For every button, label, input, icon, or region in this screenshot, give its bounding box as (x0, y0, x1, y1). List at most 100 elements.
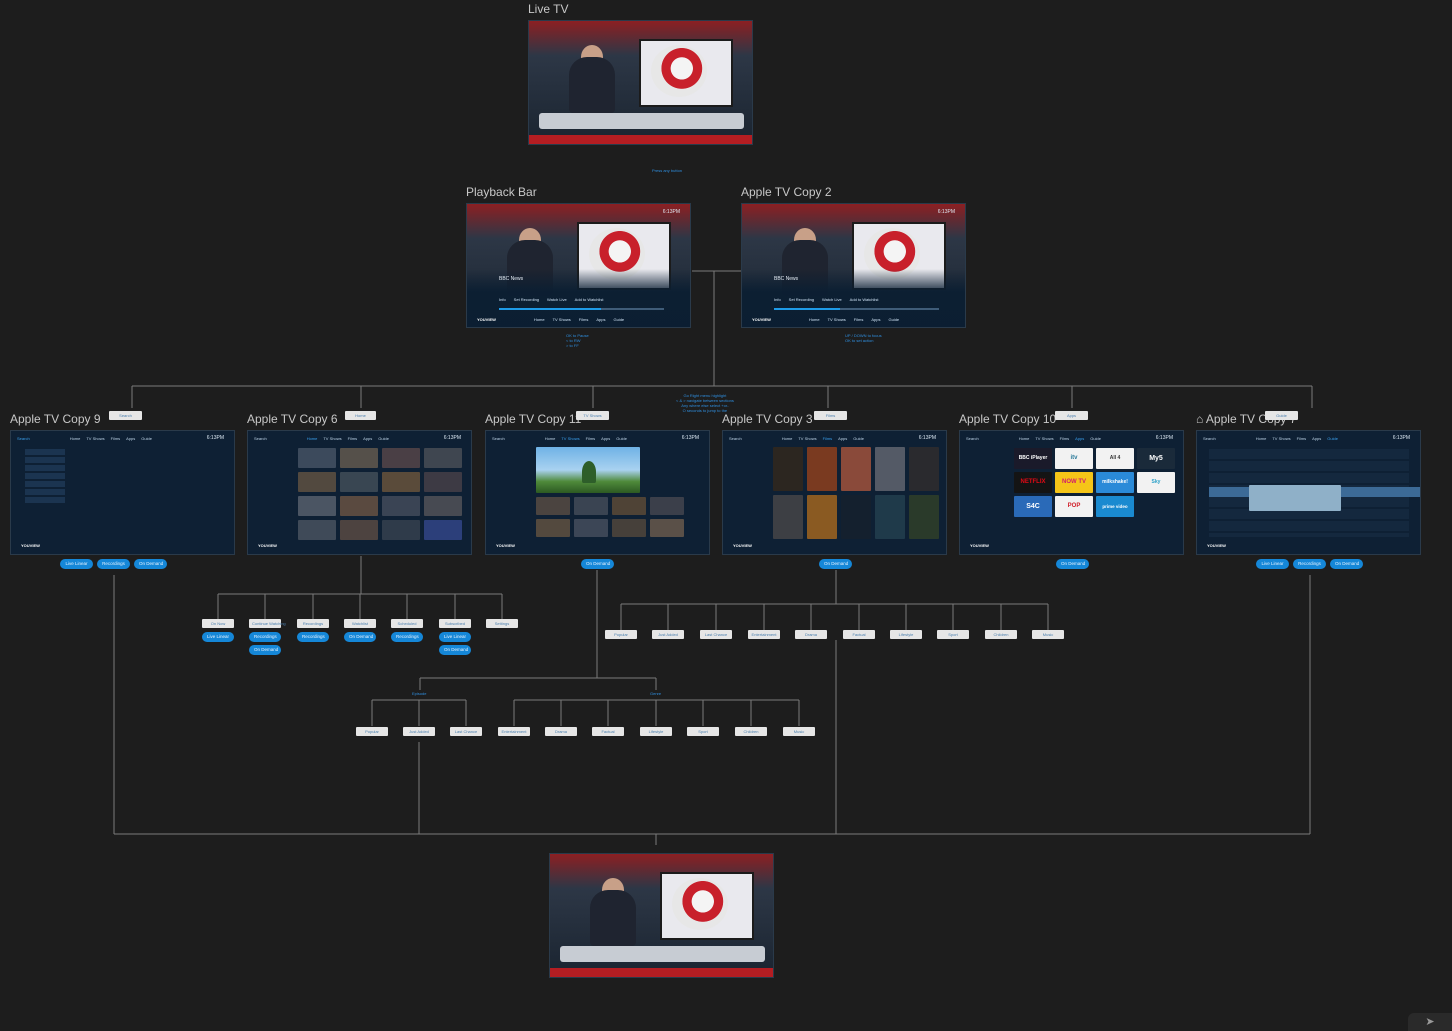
tab-tv-shows-tag[interactable]: TV Shows (576, 411, 609, 420)
tab-tv-shows[interactable]: TV Shows (798, 435, 817, 441)
content-tile[interactable] (298, 448, 336, 468)
content-tile[interactable] (340, 496, 378, 516)
app-tile-my5[interactable]: My5 (1137, 448, 1175, 469)
add-to-watchlist-button[interactable]: Add to Watchlist (849, 297, 879, 302)
tab-search-tag[interactable]: Search (109, 411, 142, 420)
tab-guide[interactable]: Guide (141, 435, 152, 441)
content-tile[interactable] (382, 448, 420, 468)
tab-home[interactable]: Home (69, 435, 81, 441)
pill-on-demand[interactable]: On Demand (1330, 559, 1363, 569)
live-tv-screen[interactable] (528, 20, 753, 145)
tab-films[interactable]: Films (347, 435, 358, 441)
app-tile-itv[interactable]: itv (1055, 448, 1093, 469)
info-button[interactable]: Info (774, 297, 781, 302)
home-screen[interactable]: Search Home TV Shows Films Apps Guide 6:… (247, 430, 472, 555)
film-poster[interactable] (875, 495, 905, 539)
tab-films[interactable]: Films (110, 435, 121, 441)
tab-tv-shows[interactable]: TV Shows (1272, 435, 1291, 441)
pill-on-demand[interactable]: On Demand (1056, 559, 1089, 569)
share-button[interactable]: ➤ (1408, 1013, 1452, 1031)
film-genre-tag[interactable]: Entertainment (748, 630, 780, 639)
app-tile-netflix[interactable]: NETFLIX (1014, 472, 1052, 493)
tab-home[interactable]: Home (544, 435, 556, 441)
home-section-tag[interactable]: Watchlist (344, 619, 376, 628)
search-screen[interactable]: Search Home TV Shows Films Apps Guide 6:… (10, 430, 235, 555)
film-genre-tag[interactable]: Factual (843, 630, 875, 639)
home-section-tag[interactable]: Scheduled (391, 619, 423, 628)
tab-home[interactable]: Home (1018, 435, 1030, 441)
tab-films[interactable]: Films (1296, 435, 1307, 441)
tv-genre-tag[interactable]: Entertainment (498, 727, 530, 736)
content-tile[interactable] (536, 497, 570, 515)
home-section-pill[interactable]: Recordings (297, 632, 329, 642)
film-poster[interactable] (807, 495, 837, 539)
apps-screen[interactable]: Search Home TV Shows Films Apps Guide 6:… (959, 430, 1184, 555)
tab-tv-shows[interactable]: TV Shows (561, 435, 580, 441)
content-tile[interactable] (574, 519, 608, 537)
app-tile-pop[interactable]: POP (1055, 496, 1093, 517)
film-genre-tag[interactable]: Children (985, 630, 1017, 639)
app-tile-sky[interactable]: Sky (1137, 472, 1175, 493)
set-recording-button[interactable]: Set Recording (788, 297, 815, 302)
film-genre-tag[interactable]: Last Chance (700, 630, 732, 639)
app-tile-bbc-iplayer[interactable]: BBC iPlayer (1014, 448, 1052, 469)
tab-guide[interactable]: Guide (616, 435, 627, 441)
tab-films[interactable]: Films (585, 435, 596, 441)
home-section-tag[interactable]: Recordings (297, 619, 329, 628)
home-section-pill[interactable]: Live Linear (439, 632, 471, 642)
app-tile-milkshake[interactable]: milkshake! (1096, 472, 1134, 493)
content-tile[interactable] (612, 519, 646, 537)
film-poster[interactable] (773, 495, 803, 539)
tab-apps[interactable]: Apps (126, 435, 136, 441)
content-tile[interactable] (340, 448, 378, 468)
playback-bar-screen[interactable]: 6:13PM BBC News Info Set Recording Watch… (466, 203, 691, 328)
copy2-screen[interactable]: 6:13PM BBC News Info Set Recording Watch… (741, 203, 966, 328)
app-tile-s4c[interactable]: S4C (1014, 496, 1052, 517)
home-section-pill[interactable]: On Demand (439, 645, 471, 655)
tv-genre-tag[interactable]: Factual (592, 727, 624, 736)
tab-apps[interactable]: Apps (601, 435, 611, 441)
home-section-pill[interactable]: Live Linear (202, 632, 234, 642)
film-poster[interactable] (909, 495, 939, 539)
episode-tag[interactable]: Popular (356, 727, 388, 736)
nav-tv-shows[interactable]: TV Shows (827, 317, 846, 322)
tab-guide-tag[interactable]: Guide (1265, 411, 1298, 420)
tab-films[interactable]: Films (822, 435, 833, 441)
pill-on-demand[interactable]: On Demand (581, 559, 614, 569)
tab-guide[interactable]: Guide (378, 435, 389, 441)
tab-guide[interactable]: Guide (853, 435, 864, 441)
tab-search[interactable]: Search (1203, 435, 1216, 441)
content-tile[interactable] (424, 520, 462, 540)
nav-guide[interactable]: Guide (613, 317, 625, 322)
keyboard-grid[interactable] (25, 449, 65, 503)
pill-on-demand[interactable]: On Demand (134, 559, 167, 569)
content-tile[interactable] (574, 497, 608, 515)
progress-bar[interactable] (774, 308, 939, 310)
home-section-tag[interactable]: On Now (202, 619, 234, 628)
tab-search[interactable]: Search (729, 435, 742, 441)
episode-tag[interactable]: Last Chance (450, 727, 482, 736)
film-genre-tag[interactable]: Music (1032, 630, 1064, 639)
tab-tv-shows[interactable]: TV Shows (323, 435, 342, 441)
content-tile[interactable] (536, 519, 570, 537)
films-screen[interactable]: Search Home TV Shows Films Apps Guide 6:… (722, 430, 947, 555)
content-tile[interactable] (382, 496, 420, 516)
tab-home-tag[interactable]: Home (345, 411, 376, 420)
app-tile-all4[interactable]: All 4 (1096, 448, 1134, 469)
progress-bar[interactable] (499, 308, 664, 310)
film-poster[interactable] (841, 447, 871, 491)
nav-guide[interactable]: Guide (888, 317, 900, 322)
tab-apps[interactable]: Apps (363, 435, 373, 441)
tv-genre-tag[interactable]: Music (783, 727, 815, 736)
tv-shows-screen[interactable]: Search Home TV Shows Films Apps Guide 6:… (485, 430, 710, 555)
film-poster[interactable] (909, 447, 939, 491)
tab-search[interactable]: Search (966, 435, 979, 441)
content-tile[interactable] (382, 472, 420, 492)
tab-guide[interactable]: Guide (1090, 435, 1101, 441)
tab-home[interactable]: Home (306, 435, 318, 441)
tv-genre-tag[interactable]: Sport (687, 727, 719, 736)
home-section-pill[interactable]: Recordings (249, 632, 281, 642)
tab-tv-shows[interactable]: TV Shows (86, 435, 105, 441)
watch-live-button[interactable]: Watch Live (822, 297, 842, 302)
tv-genre-tag[interactable]: Lifestyle (640, 727, 672, 736)
